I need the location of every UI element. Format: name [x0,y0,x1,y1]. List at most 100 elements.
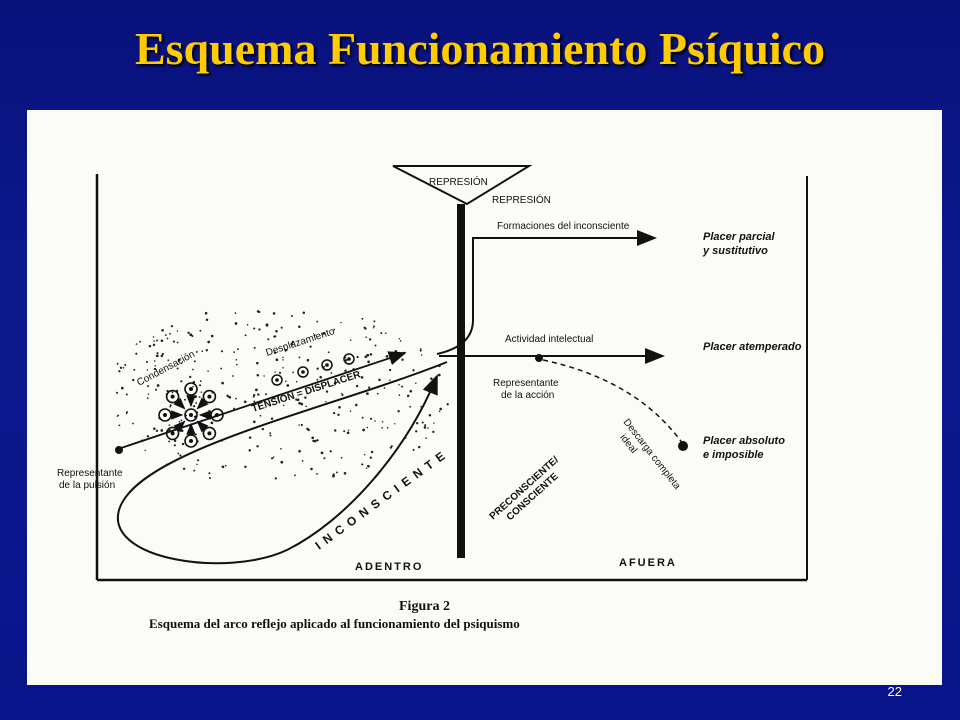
stipple-dot [409,405,412,408]
stipple-dot [185,414,188,417]
stipple-dot [416,422,419,425]
stipple-dot [207,340,211,344]
stipple-dot [385,354,389,358]
condensation-center-node-core [189,413,193,417]
stipple-dot [343,430,346,433]
stipple-dot [386,426,389,429]
stipple-dot [211,392,213,394]
stipple-dot [120,386,124,390]
stipple-dot [294,474,296,477]
stipple-dot [210,421,214,425]
stipple-dot [305,405,307,408]
stipple-dot [173,439,177,443]
stipple-dot [192,385,194,388]
stipple-dot [267,338,270,341]
stipple-dot [280,460,284,464]
stipple-dot [401,385,404,388]
stipple-dot [210,334,214,338]
stipple-dot [234,322,238,325]
stipple-dot [368,338,372,341]
stipple-dot [335,471,338,474]
stipple-dot [325,401,327,403]
stipple-dot [166,337,169,340]
stipple-dot [270,457,274,460]
condensacion-label: Condensación [135,349,197,389]
stipple-dot [125,393,128,396]
stipple-dot [365,336,367,338]
stipple-dot [398,337,401,340]
stipple-dot [236,363,238,366]
stipple-dot [295,380,298,383]
stipple-dot [270,417,274,420]
stipple-dot [333,328,336,331]
stipple-dot [432,430,435,434]
stipple-dot [333,429,337,432]
stipple-dot [355,384,359,388]
stipple-dot [370,417,373,420]
stipple-dot [438,410,441,413]
stipple-dot [406,394,410,398]
stipple-dot [122,367,125,369]
stipple-dot [290,342,294,346]
stipple-dot [409,389,413,393]
stipple-dot [154,388,158,391]
stipple-dot [164,334,167,336]
repression-funnel [392,165,533,206]
stipple-dot [192,368,194,371]
stipple-dot [135,352,138,355]
stipple-dot [269,434,272,437]
slide-title: Esquema Funcionamiento Psíquico [134,23,826,74]
stipple-dot [415,382,417,384]
stipple-dot [153,367,157,371]
actividad-label: Actividad intelectual [505,334,593,345]
stipple-dot [199,329,202,332]
stipple-dot [282,356,284,359]
stipple-dot [199,380,202,383]
stipple-dot [196,463,198,466]
represion-label: REPRESIÓN [492,193,551,206]
stipple-dot [389,379,391,381]
stipple-dot [261,427,265,431]
central-barrier [457,204,465,558]
stipple-dot [155,354,159,358]
stipple-dot [373,320,376,323]
condensation-node-core [207,394,212,399]
afuera-label: AFUERA [619,557,677,569]
condensation-node [165,426,180,441]
adentro-label: ADENTRO [355,561,423,573]
stipple-dot [364,355,368,359]
stipple-dot [168,440,171,443]
stipple-dot [256,361,259,365]
stipple-dot [180,419,183,422]
stipple-dot [156,384,160,387]
stipple-dot [207,370,209,372]
stipple-dot [173,444,176,447]
stipple-dot [311,436,315,440]
stipple-dot [419,348,422,350]
representante-pulsion-line2: de la pulsión [59,480,115,491]
stipple-dot [282,367,284,369]
stipple-dot [160,339,164,343]
stipple-dot [298,424,300,426]
stipple-dot [365,467,368,470]
condensation-node-core [215,413,219,417]
stipple-dot [195,402,198,404]
stipple-dot [177,452,180,455]
stipple-dot [430,377,433,380]
stipple-dot [258,310,261,314]
stipple-dot [374,420,376,422]
stipple-dot [255,388,258,392]
stipple-dot [220,367,223,370]
stipple-dot [346,431,350,435]
stipple-dot [292,371,294,374]
stipple-dot [248,436,252,439]
condensation-node-core [207,431,212,436]
stipple-dot [198,396,201,398]
stipple-dot [368,386,371,389]
stipple-dot [272,456,275,458]
stipple-dot [235,397,237,400]
desplazamiento-chain [271,353,355,386]
stipple-dot [280,326,283,329]
stipple-dot [192,404,196,408]
accion-dot [535,354,543,362]
